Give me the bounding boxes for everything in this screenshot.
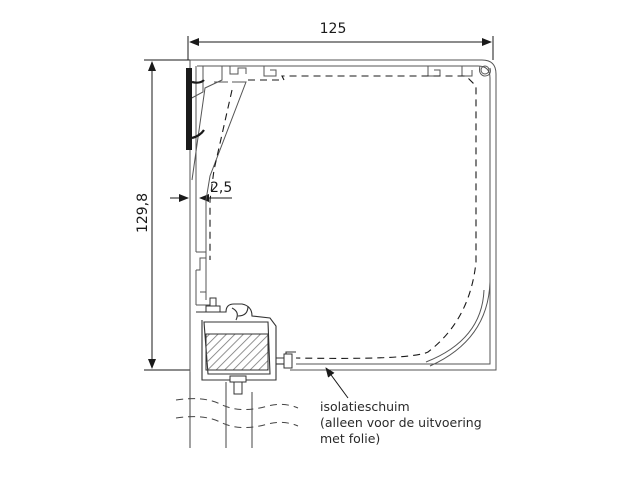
lower-wall-section xyxy=(175,372,299,448)
brush-seal xyxy=(186,68,205,150)
annotation-line-3: met folie) xyxy=(320,431,381,446)
left-dashed-contour xyxy=(209,89,233,260)
annotation-leader xyxy=(325,367,349,399)
box-outer-profile xyxy=(187,59,497,372)
roller-contour-dashed xyxy=(248,75,477,359)
insulation-block xyxy=(205,333,269,371)
screw-fasteners xyxy=(205,297,293,395)
insulation-annotation: isolatieschuim (alleen voor de uitvoerin… xyxy=(320,399,482,447)
annotation-line-1: isolatieschuim xyxy=(320,399,410,414)
annotation-line-2: (alleen voor de uitvoering xyxy=(320,415,482,430)
height-dimension: 129,8 xyxy=(135,59,190,371)
width-dimension-label: 125 xyxy=(320,21,347,37)
width-dimension: 125 xyxy=(187,21,494,60)
height-dimension-label: 129,8 xyxy=(135,193,151,233)
offset-dimension: 2,5 xyxy=(170,180,232,202)
offset-dimension-label: 2,5 xyxy=(210,180,232,196)
